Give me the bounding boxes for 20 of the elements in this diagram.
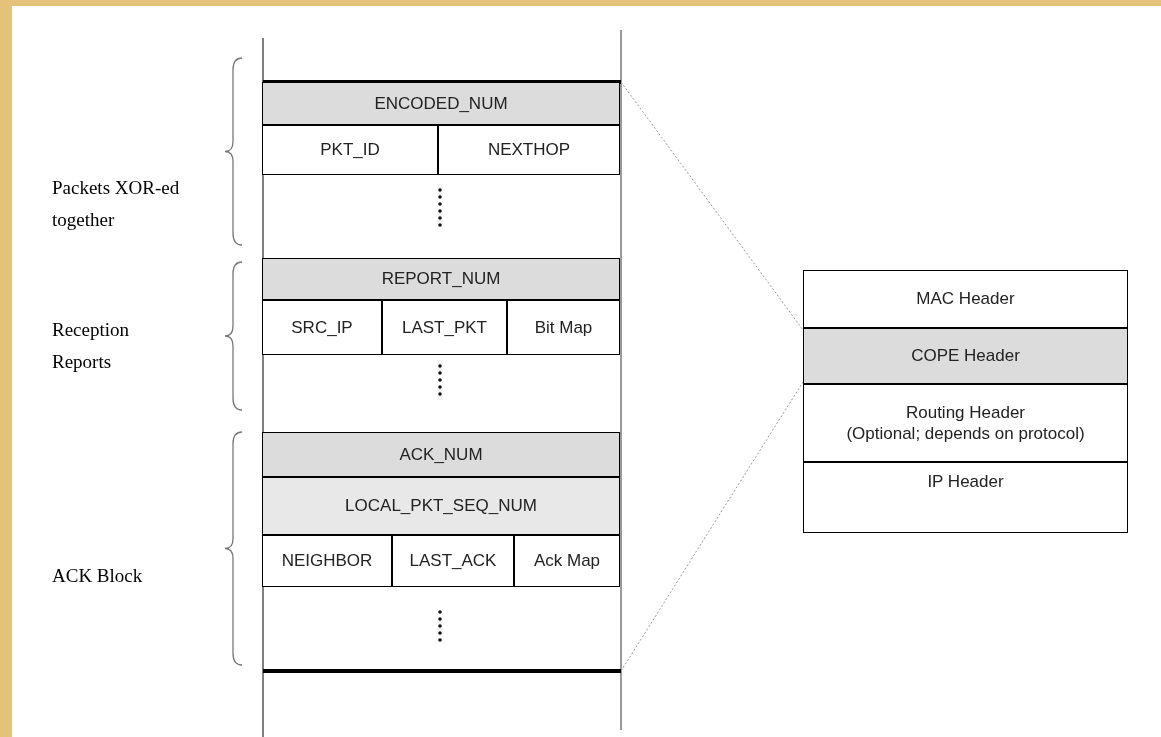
field-box: ACK_NUM [262,432,620,477]
zoom-line [620,381,804,672]
field-box: COPE Header [803,328,1128,384]
field-box: PKT_ID [262,125,438,175]
field-box: NEIGHBOR [262,535,392,587]
field-box: Routing Header (Optional; depends on protocol) [803,384,1128,462]
field-box: LAST_ACK [392,535,514,587]
packet-header-column [263,80,621,673]
field-box: ENCODED_NUM [262,82,620,125]
brace-label: Reception Reports [52,318,131,374]
field-box: SRC_IP [262,300,382,355]
field-box: LAST_PKT [382,300,507,355]
field-box: Bit Map [507,300,620,355]
field-box: LOCAL_PKT_SEQ_NUM [262,477,620,535]
brace-label: Packets XOR-ed together [52,176,181,232]
field-box: REPORT_NUM [262,258,620,300]
zoom-line [620,81,804,331]
brace-label: ACK Block [52,564,144,588]
field-box: NEXTHOP [438,125,620,175]
field-box: Ack Map [514,535,620,587]
